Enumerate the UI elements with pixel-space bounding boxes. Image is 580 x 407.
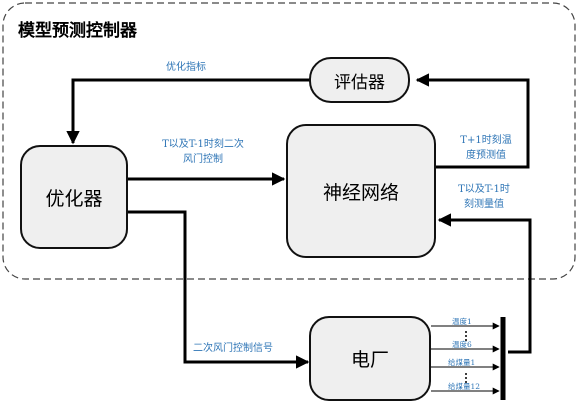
optimizer-label: 优化器: [45, 187, 103, 210]
signal-temp6-label: 温度6: [452, 340, 472, 349]
signal-coal1-label: 给煤量1: [448, 358, 476, 367]
optimizer-to-plant-arrow: [128, 210, 310, 369]
measurement-to-network-arrow: [437, 213, 532, 354]
controller-frame: [2, 2, 576, 280]
temp-prediction-label-line1: T+1时刻温: [460, 135, 512, 146]
ellipsis-dots-coal: [465, 373, 467, 383]
evaluator-to-optimizer-arrow: [66, 78, 311, 145]
secondary-air-label-line2: 风门控制: [183, 154, 223, 165]
optimizer-node: 优化器: [20, 145, 128, 249]
network-to-evaluator-arrow: [415, 73, 530, 169]
evaluator-node: 评估器: [309, 57, 410, 103]
plant-label: 电厂: [350, 349, 389, 371]
frame-title: 模型预测控制器: [18, 21, 137, 41]
signal-coal12-label: 给煤量12: [448, 382, 481, 391]
evaluator-label: 评估器: [334, 72, 385, 93]
neural-network-label: 神经网络: [322, 181, 399, 204]
neural-network-node: 神经网络: [286, 124, 436, 258]
optimization-index-label: 优化指标: [166, 62, 206, 73]
plant-node: 电厂: [309, 316, 431, 401]
measurement-label-line2: 刻测量值: [464, 199, 504, 210]
temp-prediction-label-line2: 度预测值: [466, 150, 506, 161]
signal-temp1-label: 温度1: [452, 317, 472, 326]
measurement-label-line1: T以及T-1时: [458, 184, 510, 195]
ellipsis-dots-temp: [465, 331, 467, 341]
control-signal-label: 二次风门控制信号: [193, 343, 273, 354]
secondary-air-label-line1: T以及T-1时刻二次: [162, 139, 244, 150]
